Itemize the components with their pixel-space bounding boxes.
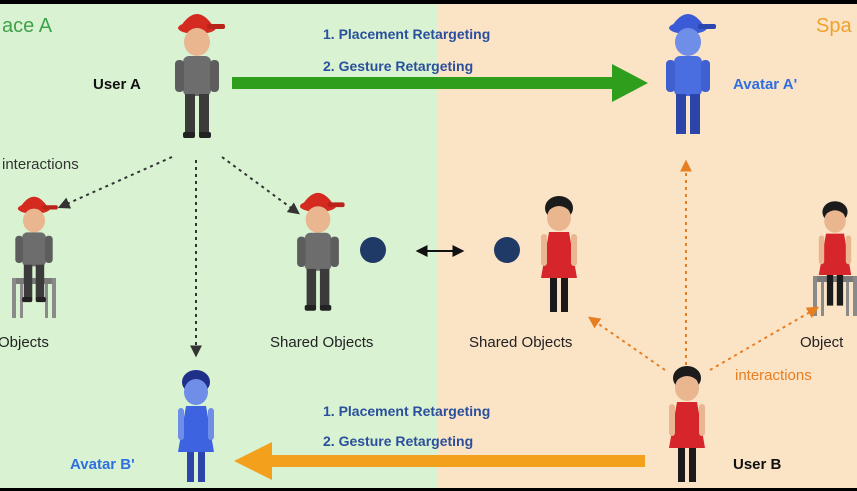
left-objects-label: Objects [0, 334, 49, 351]
bottom-step-gesture: 2. Gesture Retargeting [323, 433, 473, 449]
user-a-label: User A [93, 76, 141, 93]
right-interactions-label: interactions [735, 367, 812, 384]
avatar-a-label: Avatar A' [733, 76, 797, 93]
bottom-step-placement: 1. Placement Retargeting [323, 403, 490, 419]
right-objects-label: Object [800, 334, 844, 351]
user-b-label: User B [733, 456, 782, 473]
bottom-retargeting-arrow [234, 442, 645, 480]
left-interactions-label: interactions [2, 156, 79, 173]
shared-right-label: Shared Objects [469, 334, 572, 351]
shared-left-label: Shared Objects [270, 334, 373, 351]
top-retargeting-arrow [232, 64, 648, 102]
shared-right-ball-icon [494, 237, 520, 263]
user-a-to-shared-line [221, 156, 300, 215]
shared-left-ball-icon [360, 237, 386, 263]
space-a-title: ace A [2, 15, 53, 37]
top-step-placement: 1. Placement Retargeting [323, 26, 490, 42]
user-b-to-shared-line [588, 316, 666, 371]
space-b-title: Spa [816, 15, 852, 37]
avatar-b-label: Avatar B' [70, 456, 135, 473]
top-step-gesture: 2. Gesture Retargeting [323, 58, 473, 74]
